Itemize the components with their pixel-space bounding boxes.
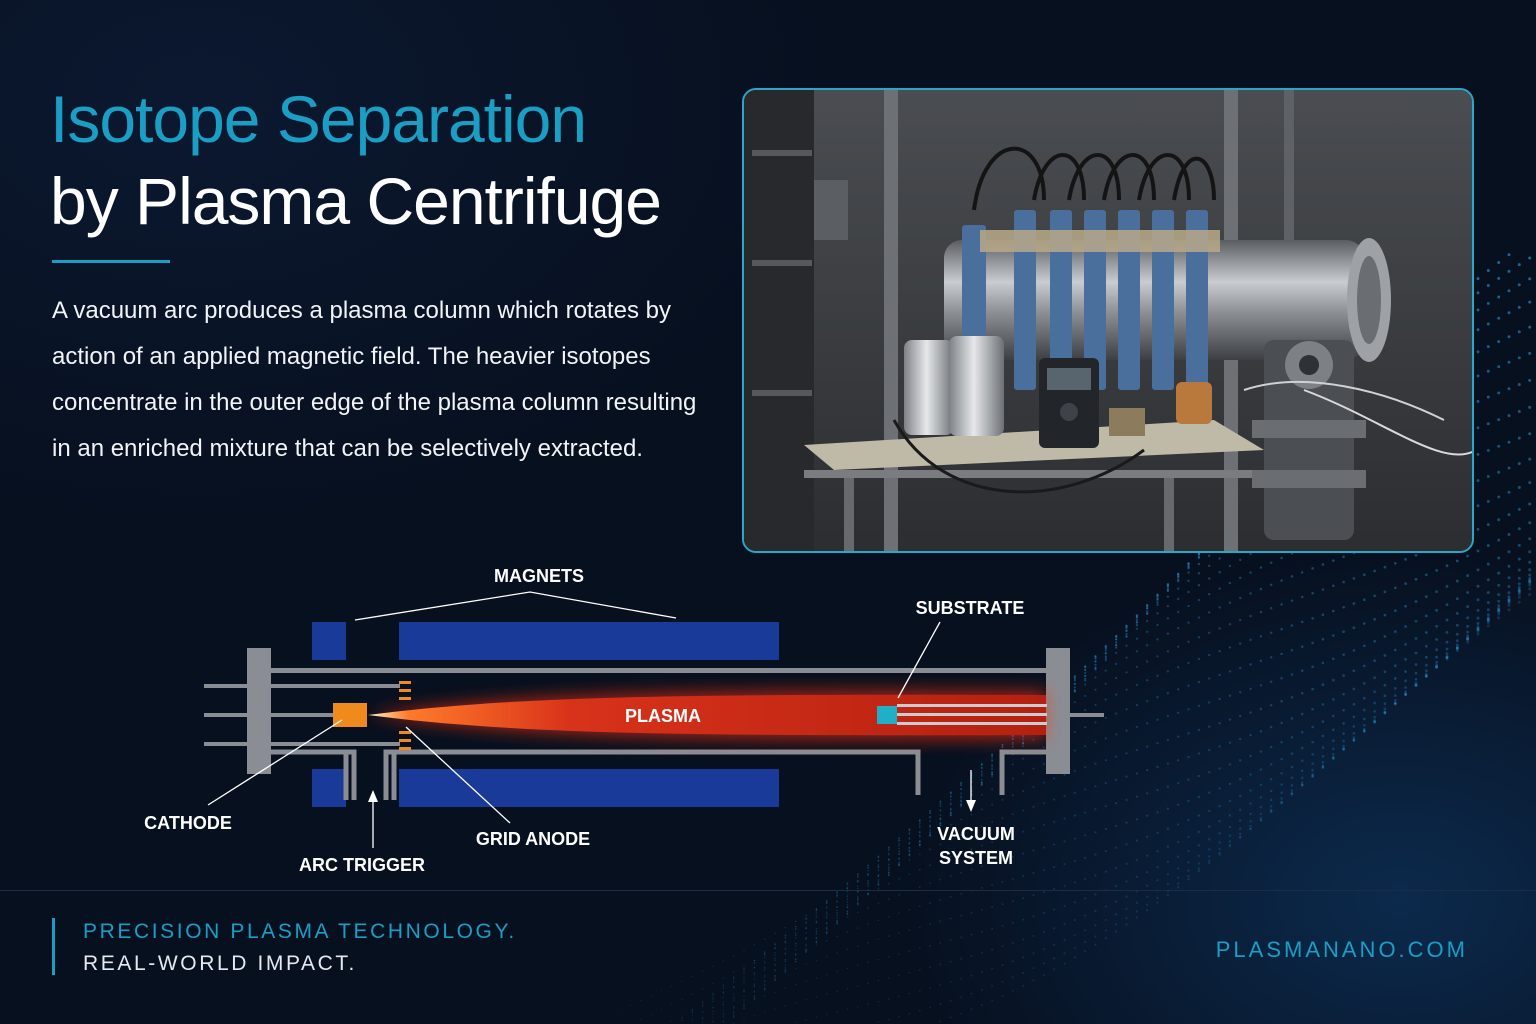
end-flange-right (1046, 648, 1070, 774)
label-vacuum-line-1: VACUUM (937, 824, 1015, 844)
footer-accent-bar (52, 918, 55, 975)
website-link[interactable]: PLASMANANO.COM (1215, 937, 1468, 962)
page-title-line-2: by Plasma Centrifuge (50, 164, 662, 238)
chamber-bottom-wall (271, 749, 1046, 800)
label-magnets: MAGNETS (494, 566, 584, 586)
label-substrate: SUBSTRATE (916, 598, 1025, 618)
page-title-line-1: Isotope Separation (50, 82, 587, 156)
title-underline (52, 260, 170, 263)
label-vacuum-line-2: SYSTEM (939, 848, 1013, 868)
tagline-line-1: PRECISION PLASMA TECHNOLOGY. (83, 920, 517, 943)
label-grid-anode: GRID ANODE (476, 829, 590, 849)
label-plasma: PLASMA (625, 706, 701, 726)
grid-anode (399, 681, 411, 750)
label-arc-trigger: ARC TRIGGER (299, 855, 425, 875)
substrate (877, 706, 897, 724)
chamber-top-wall (271, 668, 1046, 673)
footer-divider (0, 890, 1536, 891)
magnet-upper-main (399, 622, 779, 660)
plasma-column (368, 694, 1046, 736)
label-cathode: CATHODE (144, 813, 232, 833)
intro-paragraph: A vacuum arc produces a plasma column wh… (52, 297, 697, 462)
magnet-lower-main (399, 769, 779, 807)
tagline-line-2: REAL-WORLD IMPACT. (83, 952, 357, 975)
cathode (333, 703, 367, 727)
end-flange-left (247, 648, 271, 774)
magnet-upper-left (312, 622, 346, 660)
plasma-centrifuge-diagram: MAGNETS SUBSTRATE PLASMA CATHODE GRID AN… (144, 566, 1104, 875)
apparatus-photo (742, 88, 1474, 553)
magnet-lower-left (312, 769, 346, 807)
